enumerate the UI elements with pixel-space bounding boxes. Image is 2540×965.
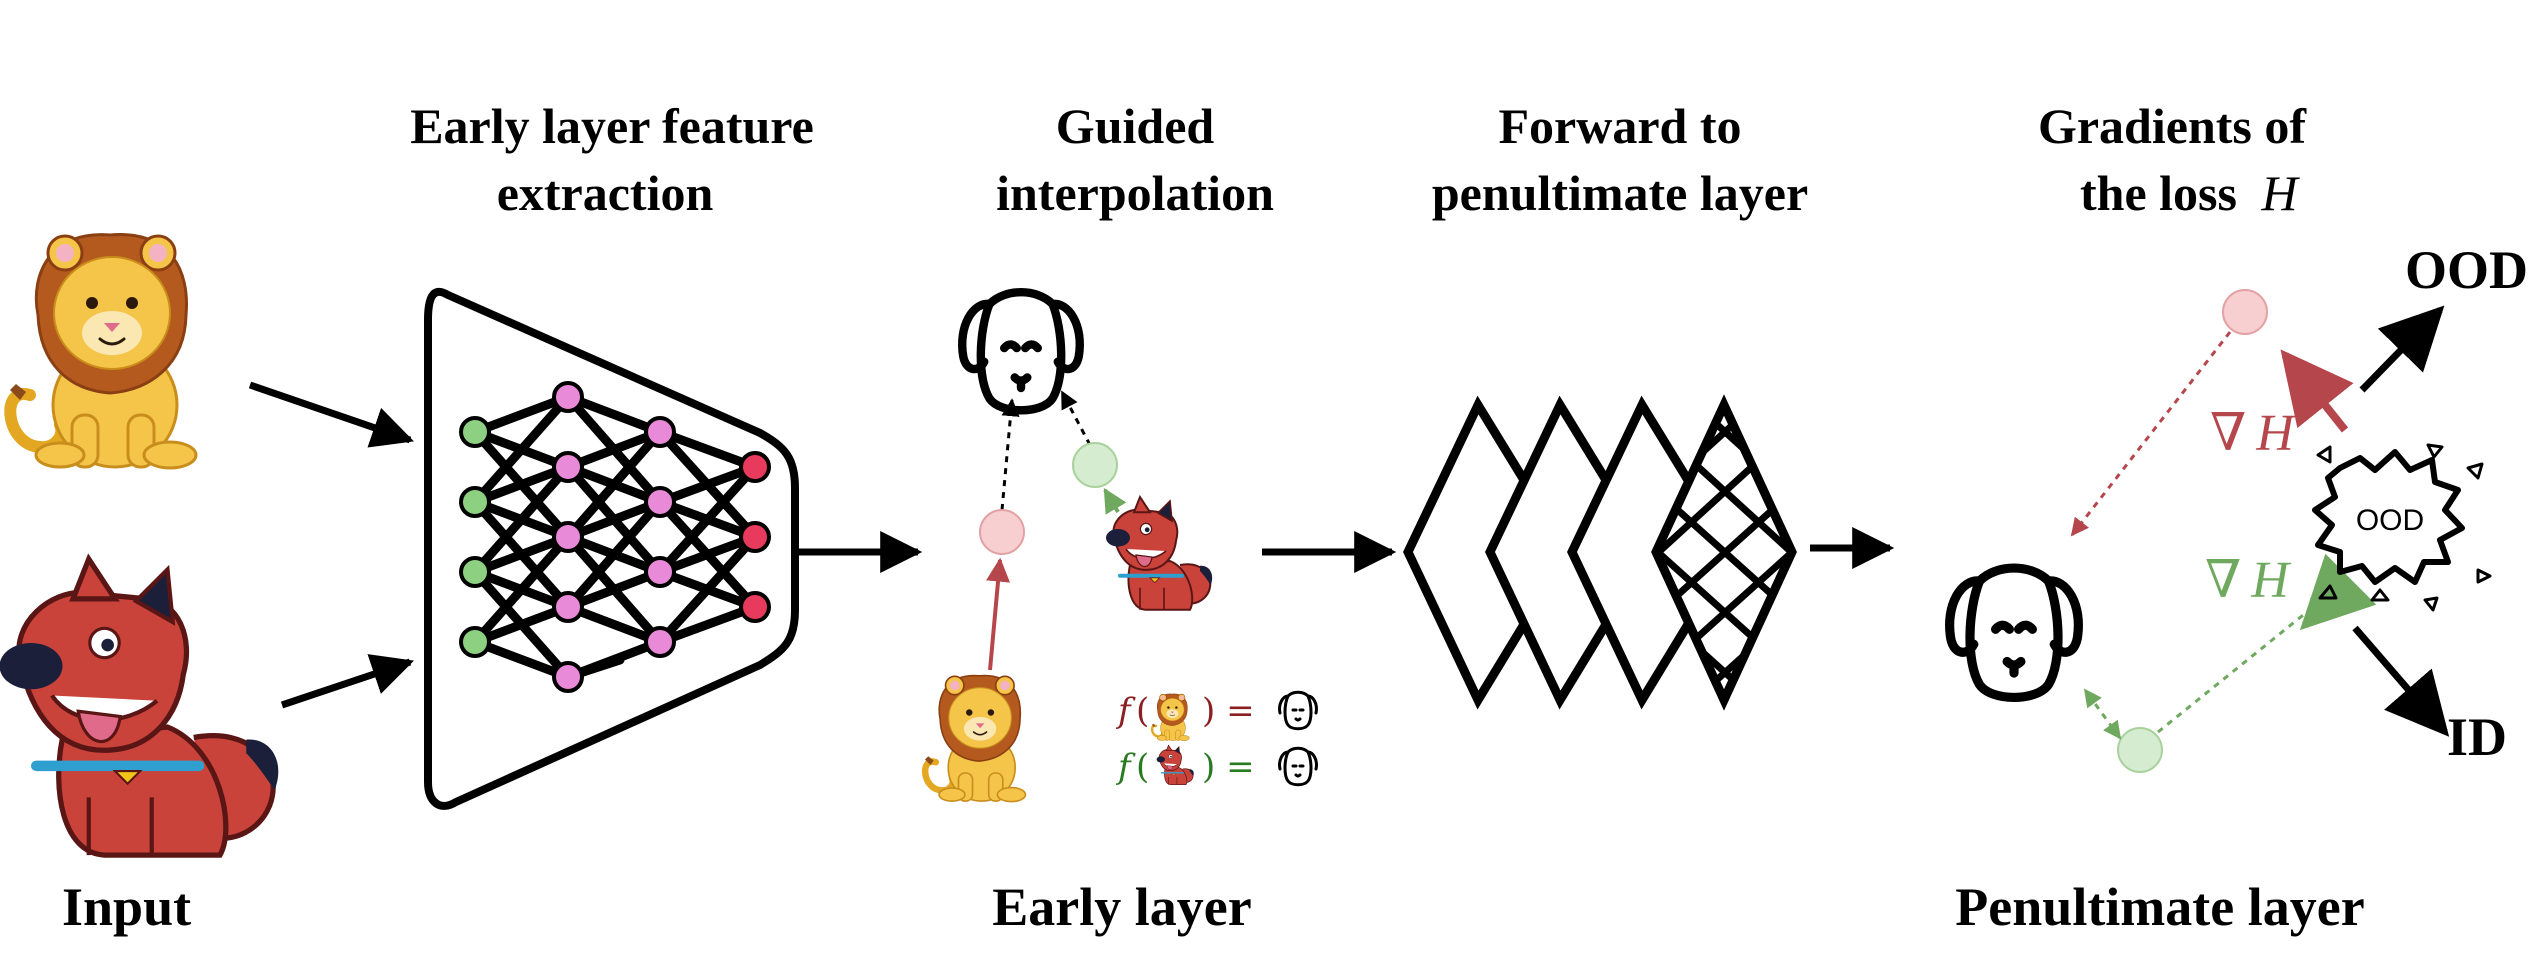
arrow-lion-to-red-node (986, 557, 1010, 671)
arrow-pink-to-dog (1000, 398, 1020, 511)
lion-icon (10, 235, 196, 468)
interpolated-node-red (979, 509, 1025, 555)
arrow-dog-to-encoder (280, 654, 414, 709)
neural-network (470, 392, 760, 682)
label-input: Input (62, 877, 191, 937)
legend-f-red: f (1115, 691, 1136, 731)
title-guided-line1: Guided (1056, 98, 1215, 154)
arrow-green-to-dog (1060, 390, 1092, 446)
legend-dog-icon (1156, 744, 1195, 786)
gradient-label-red: ∇H (2210, 403, 2296, 463)
arrow-to-ood (2359, 305, 2445, 393)
penultimate-node-green (2117, 727, 2163, 773)
legend-dog: f ( ) = (1115, 744, 1318, 787)
dog-outline-icon (962, 292, 1080, 410)
ood-explosion-icon: OOD (2312, 443, 2492, 612)
neural-network-nodes (459, 381, 771, 693)
arrow-green-node-dog (2083, 688, 2122, 740)
arrow-gradient-red (2280, 349, 2354, 433)
arrow-lion-to-encoder (248, 381, 414, 448)
gradient-red-symbol: H (2255, 405, 2296, 462)
title-forward-line2: penultimate layer (1432, 165, 1808, 221)
legend-lion: f ( ) = (1115, 690, 1318, 742)
arrow-green-node-to-ood (2157, 593, 2330, 734)
title-early-feature-line1: Early layer feature (410, 98, 814, 154)
title-gradients-symbol: H (2260, 165, 2300, 221)
forward-layers (1403, 394, 1797, 711)
title-forward-line1: Forward to (1499, 98, 1742, 154)
legend-f-green: f (1115, 747, 1136, 787)
arrow-red-node-to-dog (2070, 331, 2232, 537)
penultimate-dog-outline-icon (1950, 568, 2079, 697)
legend-open-green: ( (1136, 747, 1149, 787)
title-gradients-line1: Gradients of (2038, 98, 2307, 154)
label-early-layer: Early layer (992, 877, 1251, 937)
dog-icon (0, 559, 278, 855)
arrow-dog-to-green-node (1103, 487, 1127, 515)
legend-lion-icon (1150, 692, 1191, 742)
output-id-label: ID (2447, 707, 2507, 767)
dog-small-icon (1104, 495, 1214, 611)
output-ood-label: OOD (2405, 240, 2528, 300)
title-guided-line2: interpolation (996, 165, 1274, 221)
legend-dog-outline-icon-2 (1278, 746, 1318, 787)
gradient-label-green: ∇H (2205, 550, 2291, 610)
legend-close-green: ) = (1202, 747, 1255, 787)
lion-small-icon (925, 676, 1025, 802)
label-penultimate-layer: Penultimate layer (1955, 877, 2364, 937)
penultimate-node-red (2222, 289, 2268, 335)
ood-explosion-label: OOD (2356, 504, 2424, 537)
legend-open-red: ( (1136, 691, 1149, 731)
legend-close-red: ) = (1202, 691, 1255, 731)
gradient-green-symbol: H (2250, 552, 2291, 609)
title-gradients-prefix: the loss (2080, 165, 2237, 221)
gradient-green-nabla: ∇ (2205, 550, 2241, 610)
title-gradients-line2: the loss H (2080, 165, 2300, 221)
arrow-to-id (2352, 625, 2450, 737)
gradient-red-nabla: ∇ (2210, 403, 2246, 463)
legend-dog-outline-icon (1278, 690, 1318, 731)
title-early-feature-line2: extraction (497, 165, 714, 221)
interpolated-node-green (1072, 442, 1118, 488)
